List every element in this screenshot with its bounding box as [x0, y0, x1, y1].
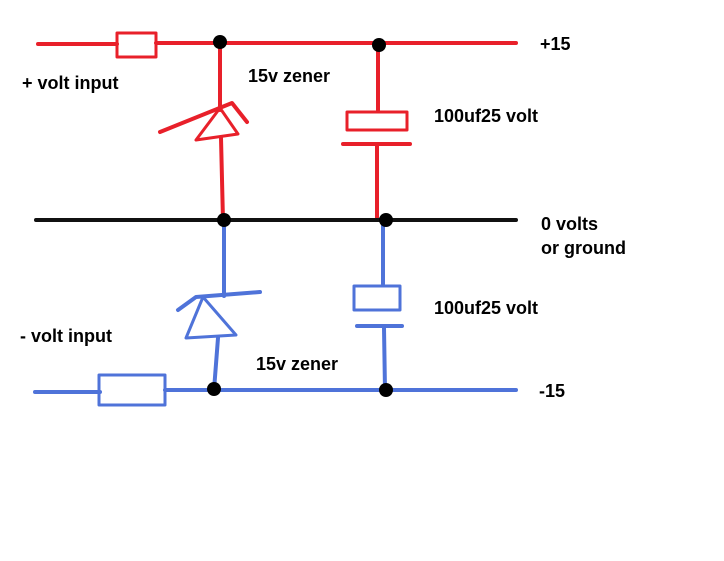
junction-dot	[379, 383, 393, 397]
junction-dot	[372, 38, 386, 52]
positive-input-label: + volt input	[22, 73, 119, 93]
junctions	[207, 35, 393, 397]
junction-dot	[379, 213, 393, 227]
ground-label-line1: 0 volts	[541, 214, 599, 234]
negative-zener-body	[184, 295, 238, 340]
negative-rail-label: -15	[539, 381, 566, 401]
positive-zener-lead-bottom	[219, 136, 225, 223]
negative-section	[33, 220, 518, 407]
positive-section	[36, 31, 518, 223]
positive-zener-bar	[158, 101, 249, 134]
negative-resistor	[97, 373, 167, 407]
negative-zener-bar	[176, 290, 262, 312]
junction-dot	[213, 35, 227, 49]
positive-zener-label: 15v zener	[248, 66, 331, 86]
positive-capacitor-plate	[345, 110, 409, 132]
negative-capacitor-label: 100uf25 volt	[434, 298, 539, 318]
positive-zener-body	[194, 106, 240, 142]
positive-capacitor-label: 100uf25 volt	[434, 106, 539, 126]
junction-dot	[207, 382, 221, 396]
negative-capacitor-plate	[352, 284, 402, 312]
negative-zener-lead-bottom	[212, 336, 220, 392]
positive-resistor	[115, 31, 158, 59]
negative-input-label: - volt input	[20, 326, 112, 346]
negative-cap-lead-bottom	[382, 326, 387, 392]
junction-dot	[217, 213, 231, 227]
negative-zener-label: 15v zener	[256, 354, 339, 374]
ground-label-line2: or ground	[541, 238, 626, 258]
positive-rail-label: +15	[540, 34, 571, 54]
